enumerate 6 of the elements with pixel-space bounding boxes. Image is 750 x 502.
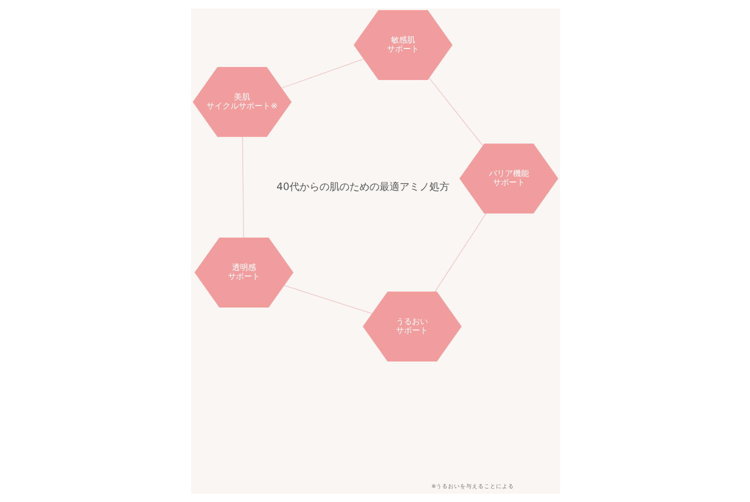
label: 40代からの肌のための最適アミノ処方: [276, 182, 449, 194]
connector: [283, 285, 372, 314]
connector: [242, 136, 244, 238]
connector: [434, 213, 486, 292]
connector: [280, 58, 364, 88]
connector: [428, 78, 483, 146]
